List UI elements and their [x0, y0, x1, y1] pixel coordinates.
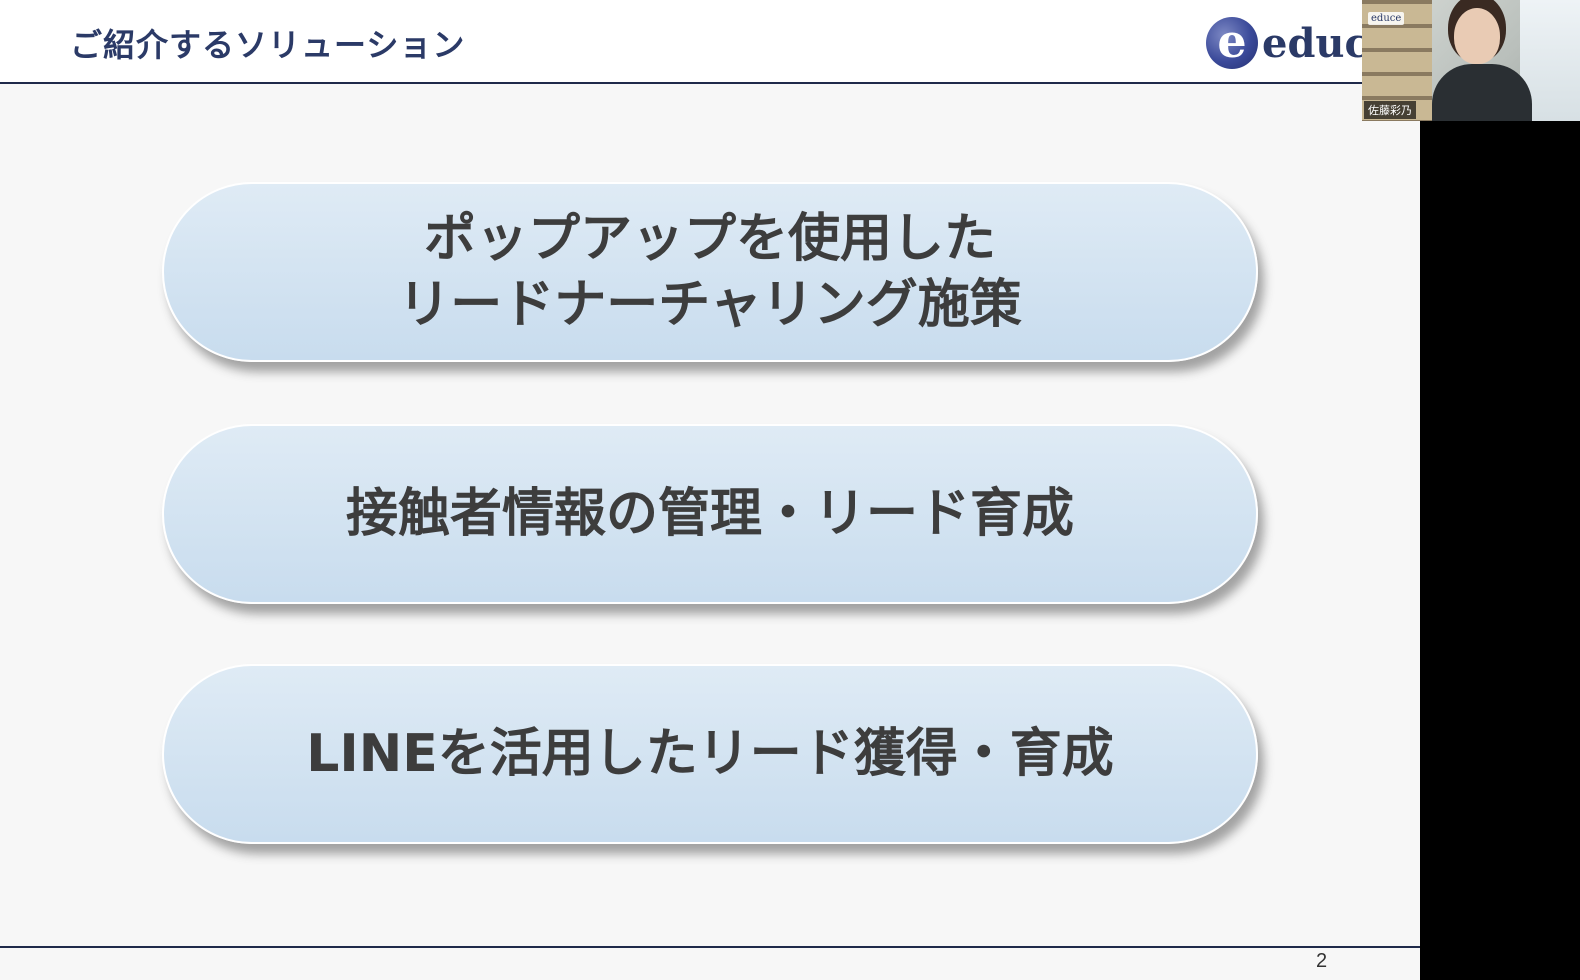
solution-card-line: ポップアップを使用した — [423, 209, 996, 269]
logo-mark-icon: e — [1206, 17, 1258, 69]
participant-background-logo: educe — [1368, 12, 1405, 25]
solution-card-contact-management: 接触者情報の管理・リード育成 — [162, 424, 1258, 604]
solution-card-label: ポップアップを使用した リードナーチャリング施策 — [398, 206, 1021, 338]
company-logo: e educ — [1206, 14, 1369, 72]
solution-card-line-marketing: LINEを活用したリード獲得・育成 — [162, 664, 1258, 844]
footer-divider — [0, 946, 1420, 948]
participant-avatar — [1454, 8, 1500, 64]
solution-card-popup: ポップアップを使用した リードナーチャリング施策 — [162, 182, 1258, 362]
solution-card-label: LINEを活用したリード獲得・育成 — [306, 724, 1114, 784]
presentation-slide: ご紹介するソリューション e educ ポップアップを使用した リードナーチャリ… — [0, 0, 1420, 980]
solution-card-line: リードナーチャリング施策 — [398, 275, 1022, 335]
slide-header: ご紹介するソリューション e educ — [0, 0, 1420, 84]
logo-wordmark: educ — [1262, 19, 1369, 67]
empty-video-area — [1420, 0, 1580, 980]
solution-card-label: 接触者情報の管理・リード育成 — [345, 484, 1074, 544]
participant-video-tile[interactable]: educe 佐藤彩乃 — [1362, 0, 1580, 121]
page-number: 2 — [1316, 950, 1328, 972]
participant-avatar-body — [1432, 64, 1532, 121]
slide-title: ご紹介するソリューション — [70, 26, 466, 64]
participant-name-label: 佐藤彩乃 — [1364, 101, 1416, 119]
